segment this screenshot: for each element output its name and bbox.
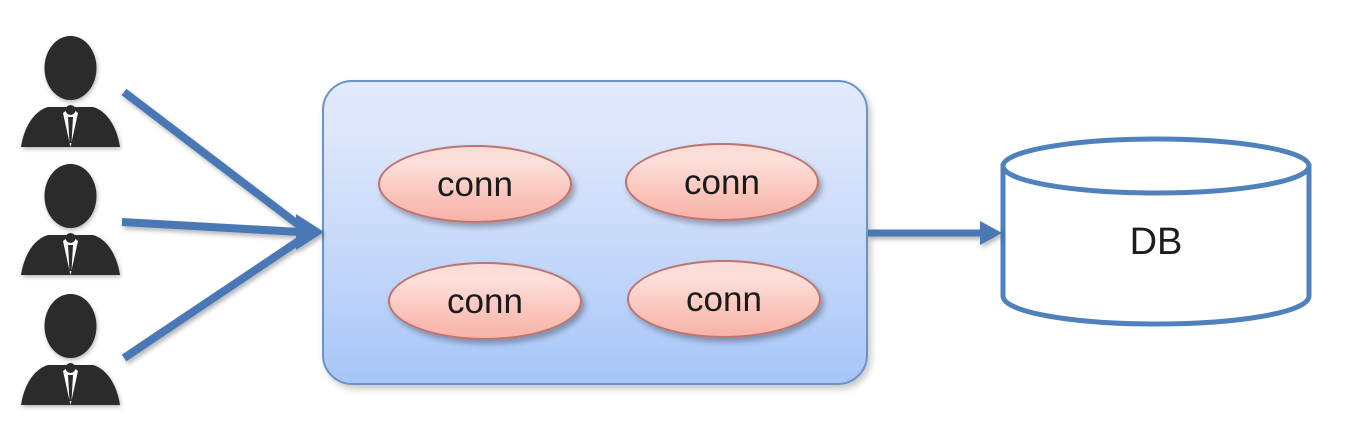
arrowhead-into-database xyxy=(980,221,1002,245)
user-businessman-icon xyxy=(18,163,123,281)
arrow-client2-to-pool xyxy=(121,218,301,236)
connection-label: conn xyxy=(437,164,513,204)
connection-ellipse: conn xyxy=(388,262,582,340)
connection-label: conn xyxy=(684,162,760,202)
arrow-client3-to-pool xyxy=(121,236,303,362)
user-businessman-icon xyxy=(18,293,123,411)
connection-ellipse: conn xyxy=(625,143,819,221)
connection-pool-box xyxy=(322,80,868,385)
database-label: DB xyxy=(1129,220,1183,263)
user-businessman-icon xyxy=(18,35,123,153)
database-cylinder-icon: DB xyxy=(1000,135,1312,327)
connection-label: conn xyxy=(447,281,523,321)
connection-ellipse: conn xyxy=(378,145,572,223)
connection-ellipse: conn xyxy=(627,260,821,338)
arrow-client1-to-pool xyxy=(121,88,303,230)
arrowhead-into-pool xyxy=(296,214,324,250)
connection-label: conn xyxy=(686,279,762,319)
